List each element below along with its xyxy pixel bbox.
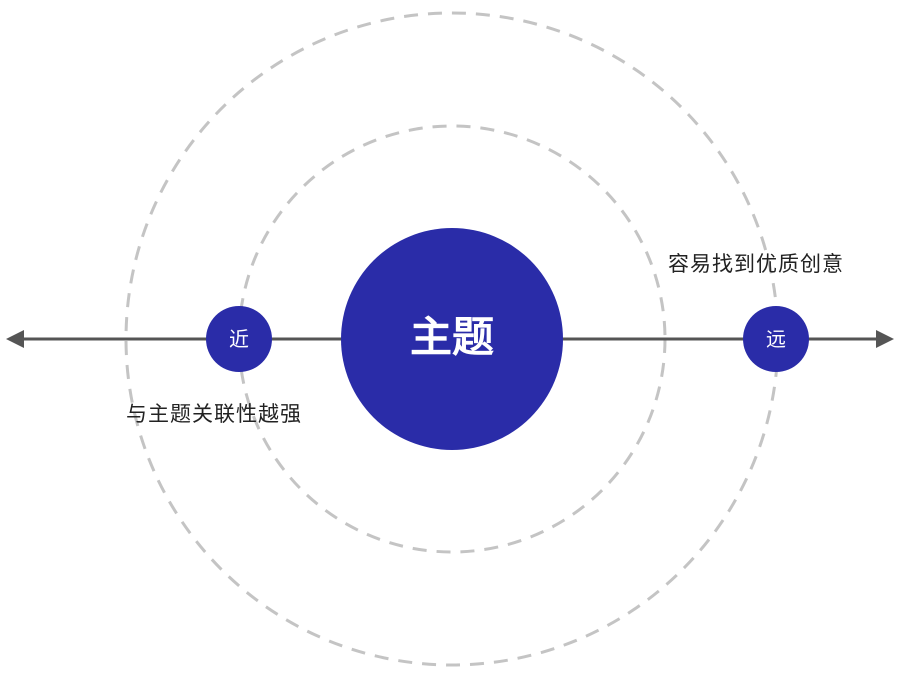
far-label: 远 (766, 327, 786, 351)
near-label: 近 (229, 327, 249, 351)
left-arrow-icon (6, 330, 24, 348)
topic-node (341, 228, 563, 450)
far-caption: 容易找到优质创意 (668, 252, 844, 276)
near-node (206, 306, 272, 372)
far-node (743, 306, 809, 372)
near-caption: 与主题关联性越强 (126, 402, 302, 426)
topic-label: 主题 (410, 313, 494, 362)
right-arrow-icon (876, 330, 894, 348)
